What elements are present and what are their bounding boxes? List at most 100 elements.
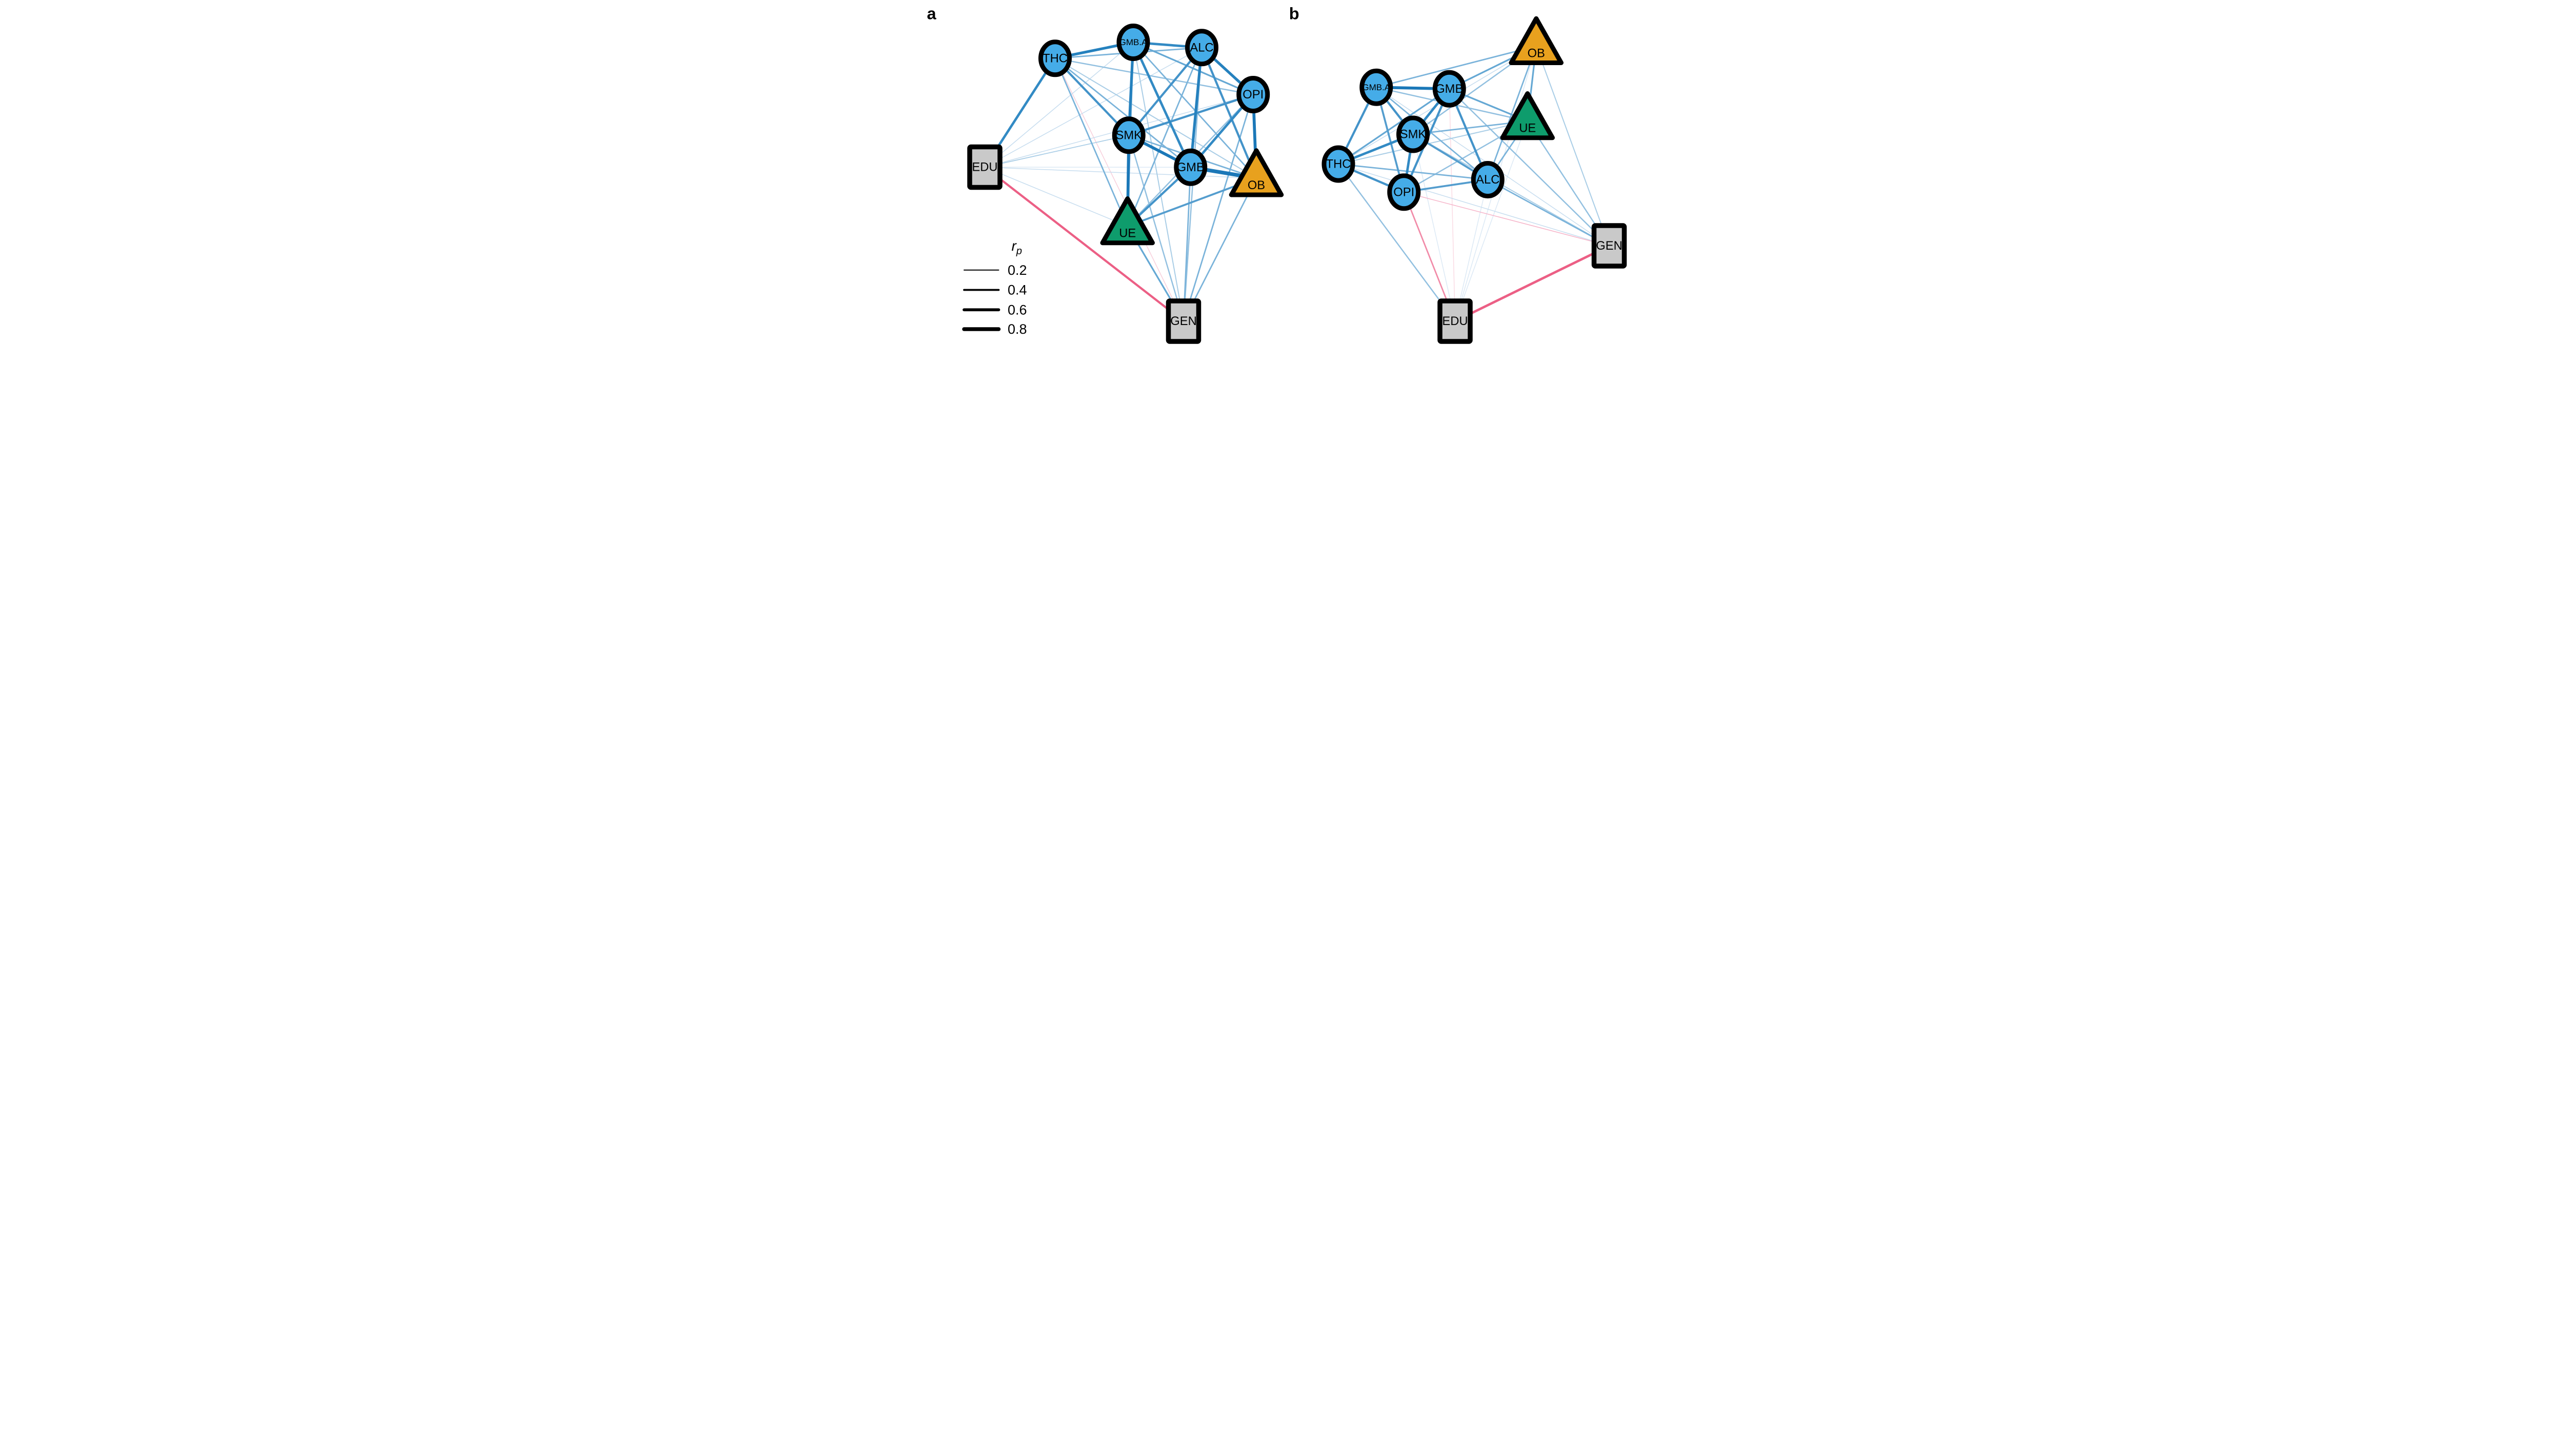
edge-a-SMK-EDU xyxy=(985,134,1129,168)
node-shape-square xyxy=(967,144,1003,190)
legend-value-0.6: 0.6 xyxy=(1008,302,1027,317)
node-a-GMB: GMB xyxy=(1174,148,1208,186)
node-label-GMB.A: GMB.A xyxy=(1362,83,1390,92)
node-shape-circle xyxy=(1236,76,1270,113)
edge-b-SMK-EDU xyxy=(1412,134,1456,321)
edge-b-THC-GMB xyxy=(1338,88,1450,165)
panel-b-label: b xyxy=(1289,5,1299,23)
edge-a-ALC-GMB xyxy=(1189,47,1204,168)
node-label-THC: THC xyxy=(1043,51,1068,65)
node-shape-triangle xyxy=(1509,16,1564,65)
panel-b: bOB GMB.A GMB UE SMK THC ALC OPI GEN EDU xyxy=(1289,5,1627,344)
node-label-OB: OB xyxy=(1248,178,1265,192)
node-label-GEN: GEN xyxy=(1596,239,1622,253)
node-label-ALC: ALC xyxy=(1190,41,1213,54)
edge-a-EDU-GEN xyxy=(984,166,1185,322)
node-label-GMB: GMB xyxy=(1435,82,1463,96)
legend: rp0.20.40.60.8 xyxy=(962,238,1027,337)
node-label-UE: UE xyxy=(1519,122,1536,135)
node-a-UE: UE xyxy=(1100,196,1155,246)
edge-b-GMB.A-OB xyxy=(1376,45,1537,88)
edge-a-THC-UE xyxy=(1054,58,1129,227)
edge-b-THC-GEN xyxy=(1338,164,1610,247)
edge-b-ALC-EDU xyxy=(1454,179,1488,321)
node-label-THC: THC xyxy=(1326,157,1351,171)
node-shape-circle xyxy=(1396,115,1430,153)
node-shape-circle xyxy=(1116,24,1150,61)
edge-a-ALC-SMK xyxy=(1128,47,1203,136)
node-shape-circle xyxy=(1387,173,1421,211)
edge-a-THC-GEN xyxy=(1054,58,1184,321)
legend-title: rp xyxy=(1012,238,1022,257)
nodes-a: THC GMB.A ALC OPI SMK GMB EDU OB UE GEN xyxy=(967,24,1284,344)
edge-b-ALC-GEN xyxy=(1487,179,1610,247)
edge-a-THC-SMK xyxy=(1054,57,1130,136)
node-label-GEN: GEN xyxy=(1170,314,1196,328)
node-a-GEN: GEN xyxy=(1166,298,1201,344)
node-b-GMB.A: GMB.A xyxy=(1359,68,1393,106)
node-b-ALC: ALC xyxy=(1471,161,1505,198)
edge-a-ALC-EDU xyxy=(985,47,1202,168)
node-shape-circle xyxy=(1432,70,1466,108)
legend-value-0.8: 0.8 xyxy=(1008,321,1027,337)
node-label-OPI: OPI xyxy=(1393,185,1414,199)
edge-b-EDU-GEN xyxy=(1454,245,1610,322)
edge-b-ALC-OB xyxy=(1487,46,1537,180)
node-b-OB: OB xyxy=(1509,16,1564,65)
edge-a-UE-EDU xyxy=(985,167,1128,227)
node-shape-square xyxy=(1591,223,1627,269)
node-a-OB: OB xyxy=(1229,148,1284,197)
node-shape-circle xyxy=(1359,68,1393,106)
node-shape-triangle xyxy=(1500,91,1555,140)
node-b-SMK: SMK xyxy=(1396,115,1430,153)
edge-a-GMB.A-OPI xyxy=(1133,42,1254,95)
edge-b-THC-UE xyxy=(1338,120,1528,165)
node-label-GMB.A: GMB.A xyxy=(1119,37,1148,47)
legend-value-0.2: 0.2 xyxy=(1008,262,1027,278)
edge-a-ALC-UE xyxy=(1127,47,1203,227)
node-shape-square xyxy=(1166,298,1201,344)
node-label-ALC: ALC xyxy=(1476,173,1499,187)
node-a-ALC: ALC xyxy=(1185,29,1218,67)
edge-b-OB-GEN xyxy=(1535,46,1610,246)
node-a-SMK: SMK xyxy=(1112,116,1146,154)
edge-a-GMB.A-EDU xyxy=(985,42,1134,168)
node-label-GMB: GMB xyxy=(1177,160,1205,174)
edge-b-GMB.A-ALC xyxy=(1375,87,1489,180)
node-label-OB: OB xyxy=(1528,46,1545,60)
node-b-GEN: GEN xyxy=(1591,223,1627,269)
edge-a-GMB.A-GMB xyxy=(1132,42,1192,168)
edges-a xyxy=(984,41,1258,322)
node-label-SMK: SMK xyxy=(1116,128,1143,142)
node-label-SMK: SMK xyxy=(1400,128,1427,141)
node-label-UE: UE xyxy=(1119,227,1136,240)
node-a-OPI: OPI xyxy=(1236,76,1270,113)
edge-b-THC-EDU xyxy=(1337,164,1456,322)
edge-a-THC-OPI xyxy=(1055,57,1253,95)
edge-a-OPI-GEN xyxy=(1183,94,1254,321)
node-shape-circle xyxy=(1038,39,1072,77)
panel-a-label: a xyxy=(927,5,937,23)
node-b-THC: THC xyxy=(1321,145,1355,183)
node-b-OPI: OPI xyxy=(1387,173,1421,211)
edge-a-THC-OB xyxy=(1054,57,1257,179)
edge-a-ALC-OB xyxy=(1200,47,1257,179)
node-shape-circle xyxy=(1471,161,1505,198)
node-a-THC: THC xyxy=(1038,39,1072,77)
nodes-b: OB GMB.A GMB UE SMK THC ALC OPI GEN EDU xyxy=(1321,16,1627,344)
node-a-GMB.A: GMB.A xyxy=(1116,24,1150,61)
node-label-EDU: EDU xyxy=(1442,314,1468,328)
node-a-EDU: EDU xyxy=(967,144,1003,190)
edge-a-OB-EDU xyxy=(985,167,1257,179)
edge-b-OPI-GEN xyxy=(1404,192,1610,247)
node-b-EDU: EDU xyxy=(1437,298,1473,344)
node-shape-triangle xyxy=(1229,148,1284,197)
node-b-GMB: GMB xyxy=(1432,70,1466,108)
edge-a-GMB-GEN xyxy=(1183,167,1192,321)
edge-a-SMK-GEN xyxy=(1128,135,1185,321)
node-shape-circle xyxy=(1174,148,1208,186)
edge-b-GMB-GEN xyxy=(1449,88,1610,247)
node-shape-circle xyxy=(1185,29,1218,67)
